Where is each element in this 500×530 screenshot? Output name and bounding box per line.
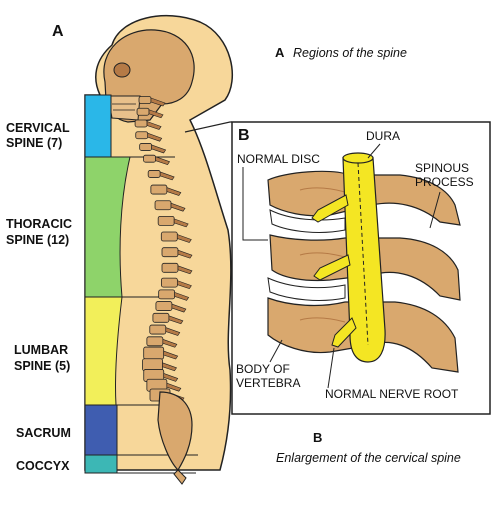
spinous-process bbox=[177, 280, 192, 289]
region-strip-coccyx bbox=[84, 454, 118, 474]
region-label-thoracic-1: THORACIC bbox=[6, 217, 72, 231]
vertebra bbox=[157, 215, 175, 226]
vertebra bbox=[146, 336, 164, 347]
vertebra bbox=[143, 346, 165, 360]
vertebra bbox=[154, 200, 172, 211]
label-body-of-vertebra-1: BODY OF bbox=[236, 362, 290, 376]
spinous-process bbox=[148, 109, 164, 119]
vertebra bbox=[136, 107, 150, 116]
vertebra bbox=[147, 170, 161, 178]
caption-a-letter: A bbox=[275, 45, 285, 60]
vertebra bbox=[142, 358, 163, 372]
spinous-process bbox=[162, 338, 178, 348]
spinous-process bbox=[177, 265, 193, 275]
spinous-process bbox=[177, 234, 192, 243]
panel-b-letter: B bbox=[238, 127, 250, 144]
label-normal-disc: NORMAL DISC bbox=[237, 152, 320, 166]
vertebra bbox=[139, 143, 153, 151]
region-label-coccyx: COCCYX bbox=[16, 459, 70, 473]
spinous-process bbox=[159, 171, 175, 181]
vertebra bbox=[160, 231, 178, 242]
spinous-process bbox=[163, 373, 179, 382]
caption-b-letter: B bbox=[313, 430, 322, 445]
vertebra bbox=[143, 154, 156, 163]
vertebra bbox=[149, 324, 167, 335]
vertebra bbox=[138, 96, 152, 104]
vertebra bbox=[161, 262, 179, 273]
spinous-process bbox=[177, 249, 193, 259]
spinous-process bbox=[155, 156, 171, 166]
spinous-process bbox=[171, 303, 187, 313]
spinal-cord bbox=[311, 152, 386, 363]
sacrum-bone bbox=[157, 391, 193, 471]
label-normal-nerve-root: NORMAL NERVE ROOT bbox=[325, 387, 459, 401]
region-label-cervical-2: SPINE (7) bbox=[6, 136, 62, 150]
region-label-lumbar-2: SPINE (5) bbox=[14, 359, 70, 373]
spinous-process bbox=[150, 97, 166, 107]
spinous-process bbox=[170, 202, 186, 212]
spinous-process bbox=[163, 350, 179, 360]
caption-b-text: Enlargement of the cervical spine bbox=[276, 451, 461, 465]
spinous-process bbox=[151, 144, 167, 154]
spinous-process bbox=[173, 218, 189, 228]
vertebra bbox=[160, 277, 178, 288]
vertebra bbox=[150, 184, 168, 195]
caption-a-text: Regions of the spine bbox=[293, 46, 407, 60]
spinous-process bbox=[166, 382, 182, 392]
spinous-process bbox=[147, 132, 163, 142]
panel-a-letter: A bbox=[52, 23, 64, 40]
skull bbox=[103, 29, 195, 123]
spinous-process bbox=[168, 315, 184, 325]
body-silhouette bbox=[84, 15, 233, 471]
region-strip-sacrum bbox=[84, 404, 118, 456]
spinous-process bbox=[162, 362, 177, 372]
region-label-sacrum: SACRUM bbox=[16, 426, 71, 440]
spinous-process bbox=[174, 291, 190, 301]
label-dura: DURA bbox=[366, 129, 400, 143]
region-strip-cervical bbox=[84, 94, 112, 158]
label-body-of-vertebra-2: VERTEBRA bbox=[236, 376, 300, 390]
spinous-process bbox=[165, 327, 181, 336]
vertebra bbox=[152, 312, 170, 323]
label-spinous-process-2: PROCESS bbox=[415, 175, 474, 189]
vertebra bbox=[158, 289, 176, 300]
vertebra bbox=[134, 119, 148, 128]
spinous-process bbox=[166, 187, 182, 196]
vertebra bbox=[161, 247, 179, 258]
label-spinous-process-1: SPINOUS bbox=[415, 161, 469, 175]
vertebra bbox=[135, 131, 149, 140]
region-label-lumbar-1: LUMBAR bbox=[14, 343, 68, 357]
vertebral-column bbox=[134, 96, 193, 402]
region-label-cervical-1: CERVICAL bbox=[6, 121, 70, 135]
region-label-thoracic-2: SPINE (12) bbox=[6, 233, 69, 247]
vertebra bbox=[155, 301, 173, 311]
spinous-process bbox=[146, 121, 162, 130]
